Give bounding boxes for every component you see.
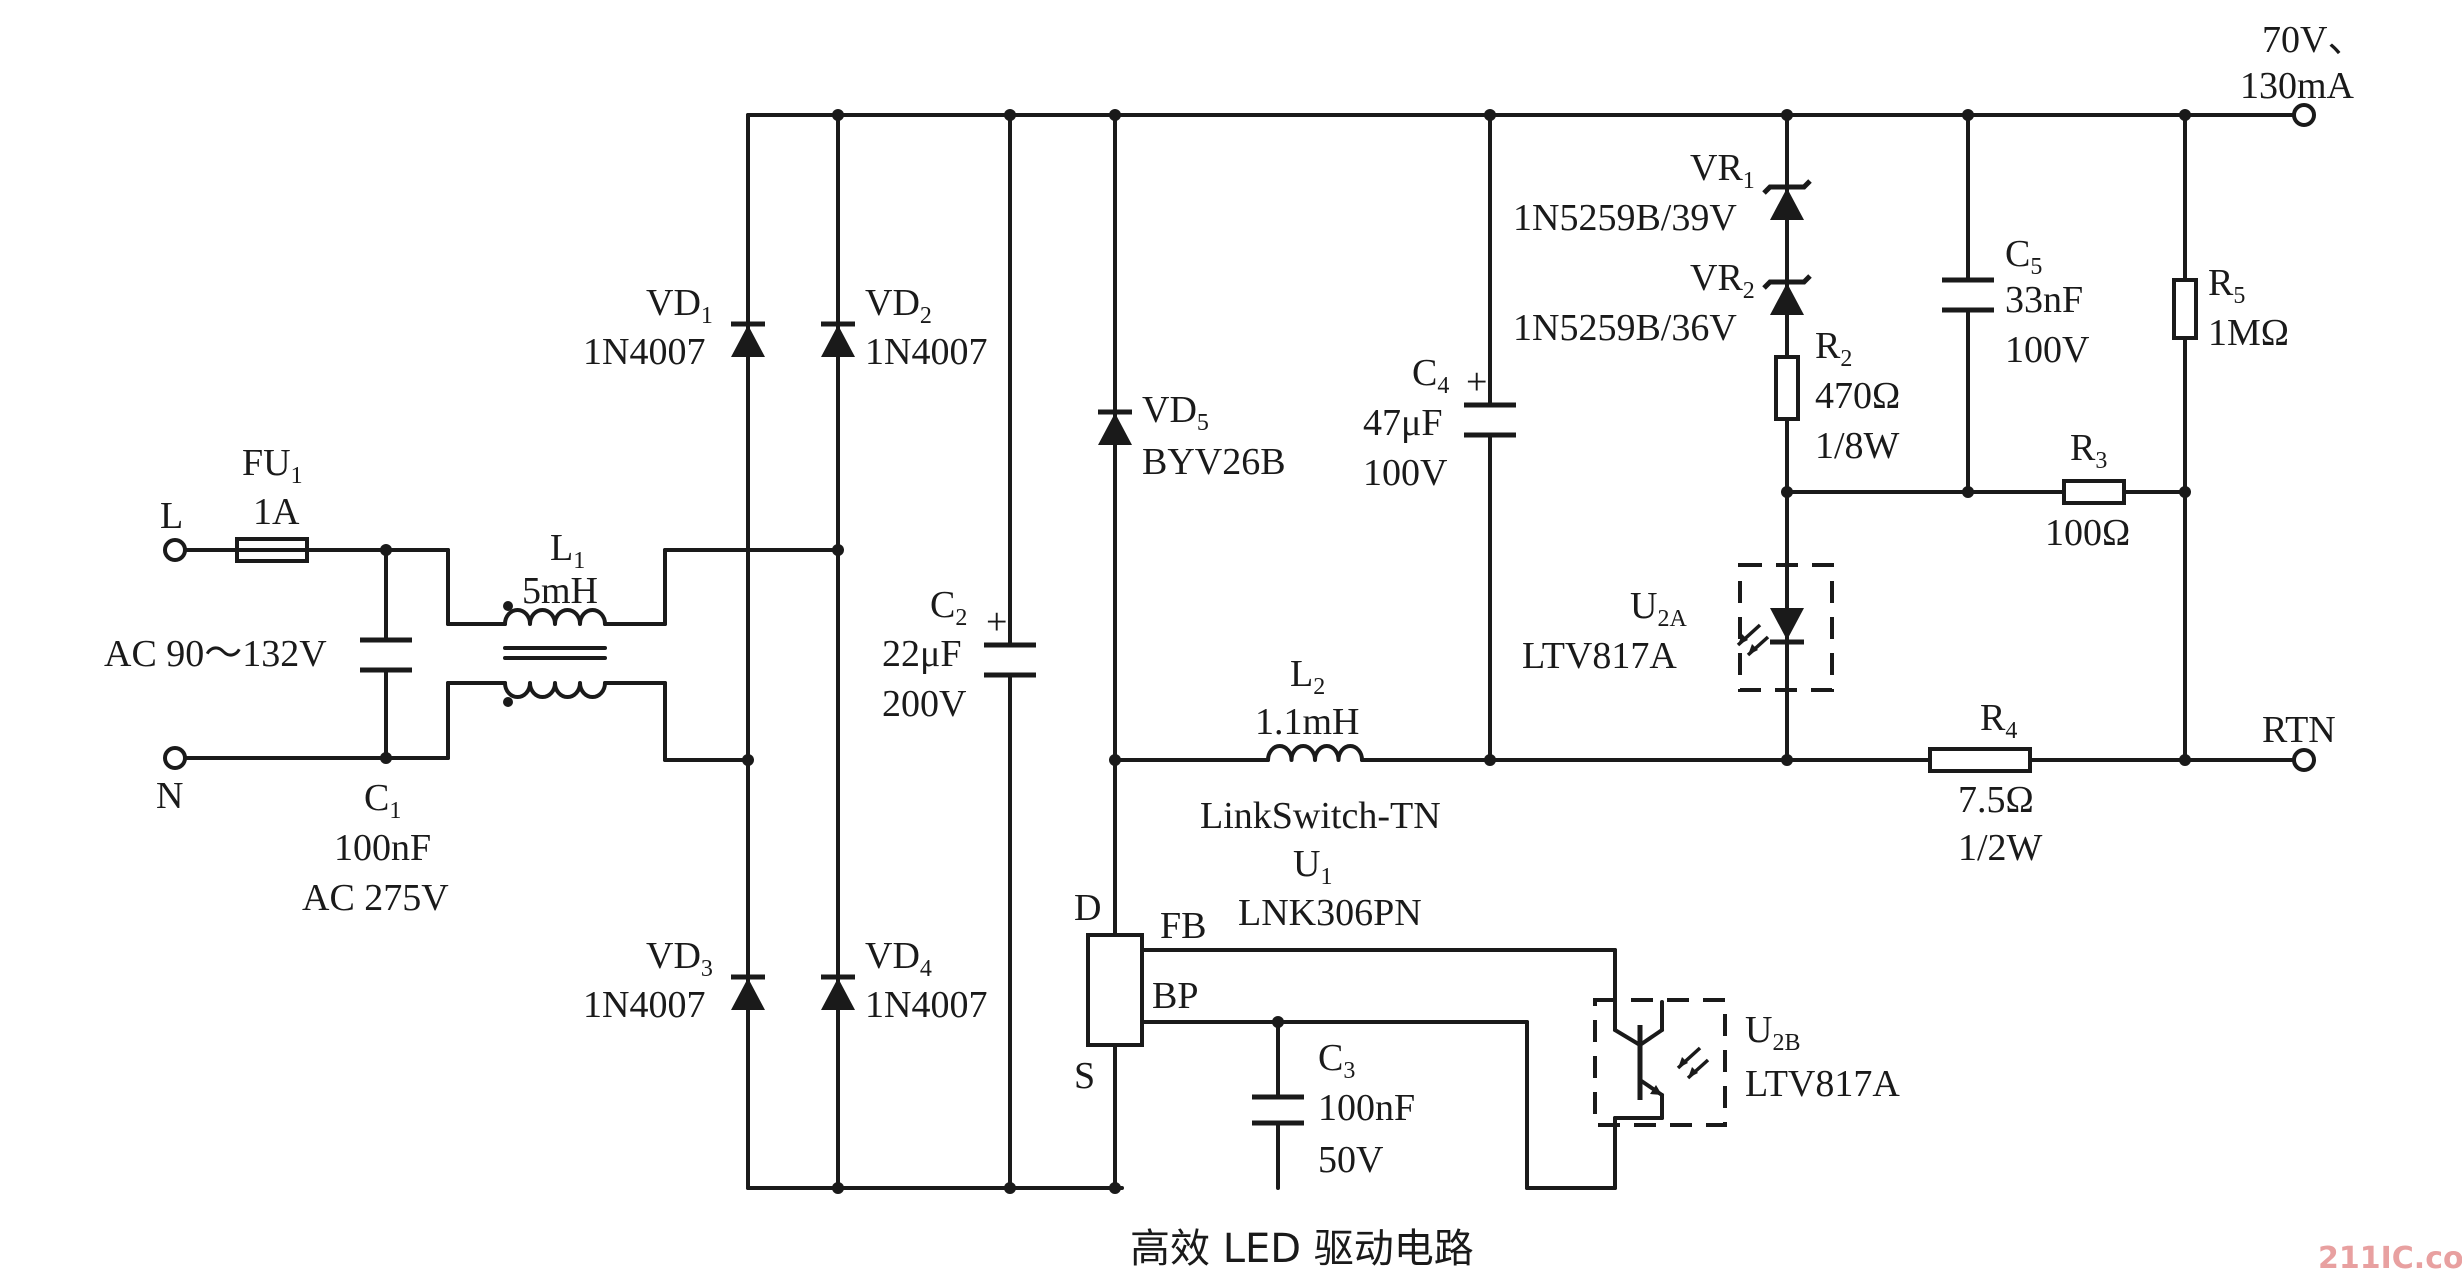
label-input-voltage: AC 90～132V — [104, 633, 327, 675]
resistor-r4 — [1928, 747, 2032, 773]
label-c1-ref: C1 — [364, 777, 401, 824]
label-c4-value: 47μF — [1363, 402, 1443, 444]
label-terminal-l: L — [160, 495, 183, 537]
label-u1-pin-fb: FB — [1160, 905, 1206, 947]
capacitor-c4 — [1464, 402, 1516, 438]
junction-dots — [380, 109, 2191, 1194]
label-r5-value: 1MΩ — [2208, 312, 2289, 354]
label-u2b-part: LTV817A — [1745, 1063, 1900, 1105]
label-c3-ref: C3 — [1318, 1037, 1355, 1084]
label-vd3-ref: VD3 — [646, 935, 713, 982]
label-vd1-part: 1N4007 — [583, 331, 705, 373]
label-r2-value: 470Ω — [1815, 375, 1900, 417]
label-u1-ref: U1 — [1293, 843, 1332, 890]
label-vr1-ref: VR1 — [1690, 147, 1755, 194]
label-c1-rating: AC 275V — [302, 877, 449, 919]
capacitor-c1 — [360, 637, 412, 673]
resistor-r3 — [2062, 479, 2126, 505]
choke-l1 — [503, 601, 607, 707]
terminal-n — [163, 746, 187, 770]
label-vd1-ref: VD1 — [646, 282, 713, 329]
label-c1-value: 100nF — [334, 827, 431, 869]
label-c5-ref: C5 — [2005, 233, 2042, 280]
label-vd4-ref: VD4 — [865, 935, 932, 982]
label-r2-ref: R2 — [1815, 325, 1852, 372]
label-u2a-part: LTV817A — [1522, 635, 1677, 677]
label-u1-pin-bp: BP — [1152, 975, 1198, 1017]
label-vd2-ref: VD2 — [865, 282, 932, 329]
label-c4-polarity: + — [1466, 361, 1487, 403]
inductor-l2 — [1266, 744, 1364, 762]
label-r3-ref: R3 — [2070, 427, 2107, 474]
diode-vd2 — [821, 321, 855, 357]
label-vr2-ref: VR2 — [1690, 257, 1755, 304]
label-r4-ref: R4 — [1980, 697, 2017, 744]
capacitor-c5 — [1942, 277, 1994, 313]
label-u1-pin-d: D — [1074, 887, 1101, 929]
label-vd3-part: 1N4007 — [583, 984, 705, 1026]
ic-u1 — [1086, 933, 1144, 1047]
label-vd5-ref: VD5 — [1142, 389, 1209, 436]
capacitor-c2 — [984, 642, 1036, 678]
label-r3-value: 100Ω — [2045, 512, 2130, 554]
label-c3-rating: 50V — [1318, 1139, 1384, 1181]
fuse-fu1 — [235, 537, 309, 563]
label-u1-pin-s: S — [1074, 1055, 1095, 1097]
label-r2-rating: 1/8W — [1815, 425, 1900, 467]
label-u1-part: LNK306PN — [1238, 892, 1422, 934]
label-vr1-part: 1N5259B/39V — [1513, 197, 1737, 239]
label-output-voltage: 70V、 — [2262, 19, 2365, 61]
terminal-l — [163, 538, 187, 562]
label-c3-value: 100nF — [1318, 1087, 1415, 1129]
wiring — [183, 113, 2296, 1190]
label-l2-value: 1.1mH — [1255, 701, 1360, 743]
optocoupler-u2b-transistor — [1593, 998, 1727, 1127]
label-terminal-rtn: RTN — [2262, 709, 2336, 751]
label-c4-rating: 100V — [1363, 452, 1448, 494]
label-l1-ref: L1 — [550, 527, 585, 574]
terminal-rtn — [2292, 748, 2316, 772]
capacitor-c3 — [1252, 1094, 1304, 1126]
label-l2-ref: L2 — [1290, 653, 1325, 700]
watermark-logo: 211IC.com — [2318, 1241, 2462, 1276]
label-fu1-value: 1A — [253, 491, 300, 533]
label-r5-ref: R5 — [2208, 262, 2245, 309]
label-c4-ref: C4 — [1412, 352, 1449, 399]
label-output-current: 130mA — [2240, 65, 2355, 107]
label-terminal-n: N — [156, 775, 183, 817]
diode-vd3 — [731, 974, 765, 1010]
label-c2-value: 22μF — [882, 633, 962, 675]
label-c5-value: 33nF — [2005, 279, 2083, 321]
label-u2a-ref: U2A — [1630, 585, 1687, 632]
label-vd5-part: BYV26B — [1142, 441, 1286, 483]
resistor-r2 — [1774, 355, 1800, 421]
diode-vd5 — [1098, 409, 1132, 445]
label-l1-value: 5mH — [522, 570, 598, 612]
zener-vr2 — [1762, 274, 1812, 315]
label-c5-rating: 100V — [2005, 329, 2090, 371]
label-u2b-ref: U2B — [1745, 1009, 1800, 1056]
diode-vd4 — [821, 974, 855, 1010]
label-vd4-part: 1N4007 — [865, 984, 987, 1026]
optocoupler-u2a-led — [1736, 563, 1834, 692]
diagram-caption: 高效 LED 驱动电路 — [1130, 1226, 1474, 1272]
label-vd2-part: 1N4007 — [865, 331, 987, 373]
label-fu1-ref: FU1 — [242, 442, 303, 489]
diode-vd1 — [731, 321, 765, 357]
label-u1-family: LinkSwitch-TN — [1200, 795, 1441, 837]
label-r4-rating: 1/2W — [1958, 827, 2043, 869]
resistor-r5 — [2172, 278, 2198, 340]
terminal-out-positive — [2292, 103, 2316, 127]
label-c2-polarity: + — [986, 601, 1007, 643]
label-r4-value: 7.5Ω — [1958, 779, 2034, 821]
zener-vr1 — [1762, 179, 1812, 272]
label-vr2-part: 1N5259B/36V — [1513, 307, 1737, 349]
label-c2-ref: C2 — [930, 584, 967, 631]
label-c2-rating: 200V — [882, 683, 967, 725]
